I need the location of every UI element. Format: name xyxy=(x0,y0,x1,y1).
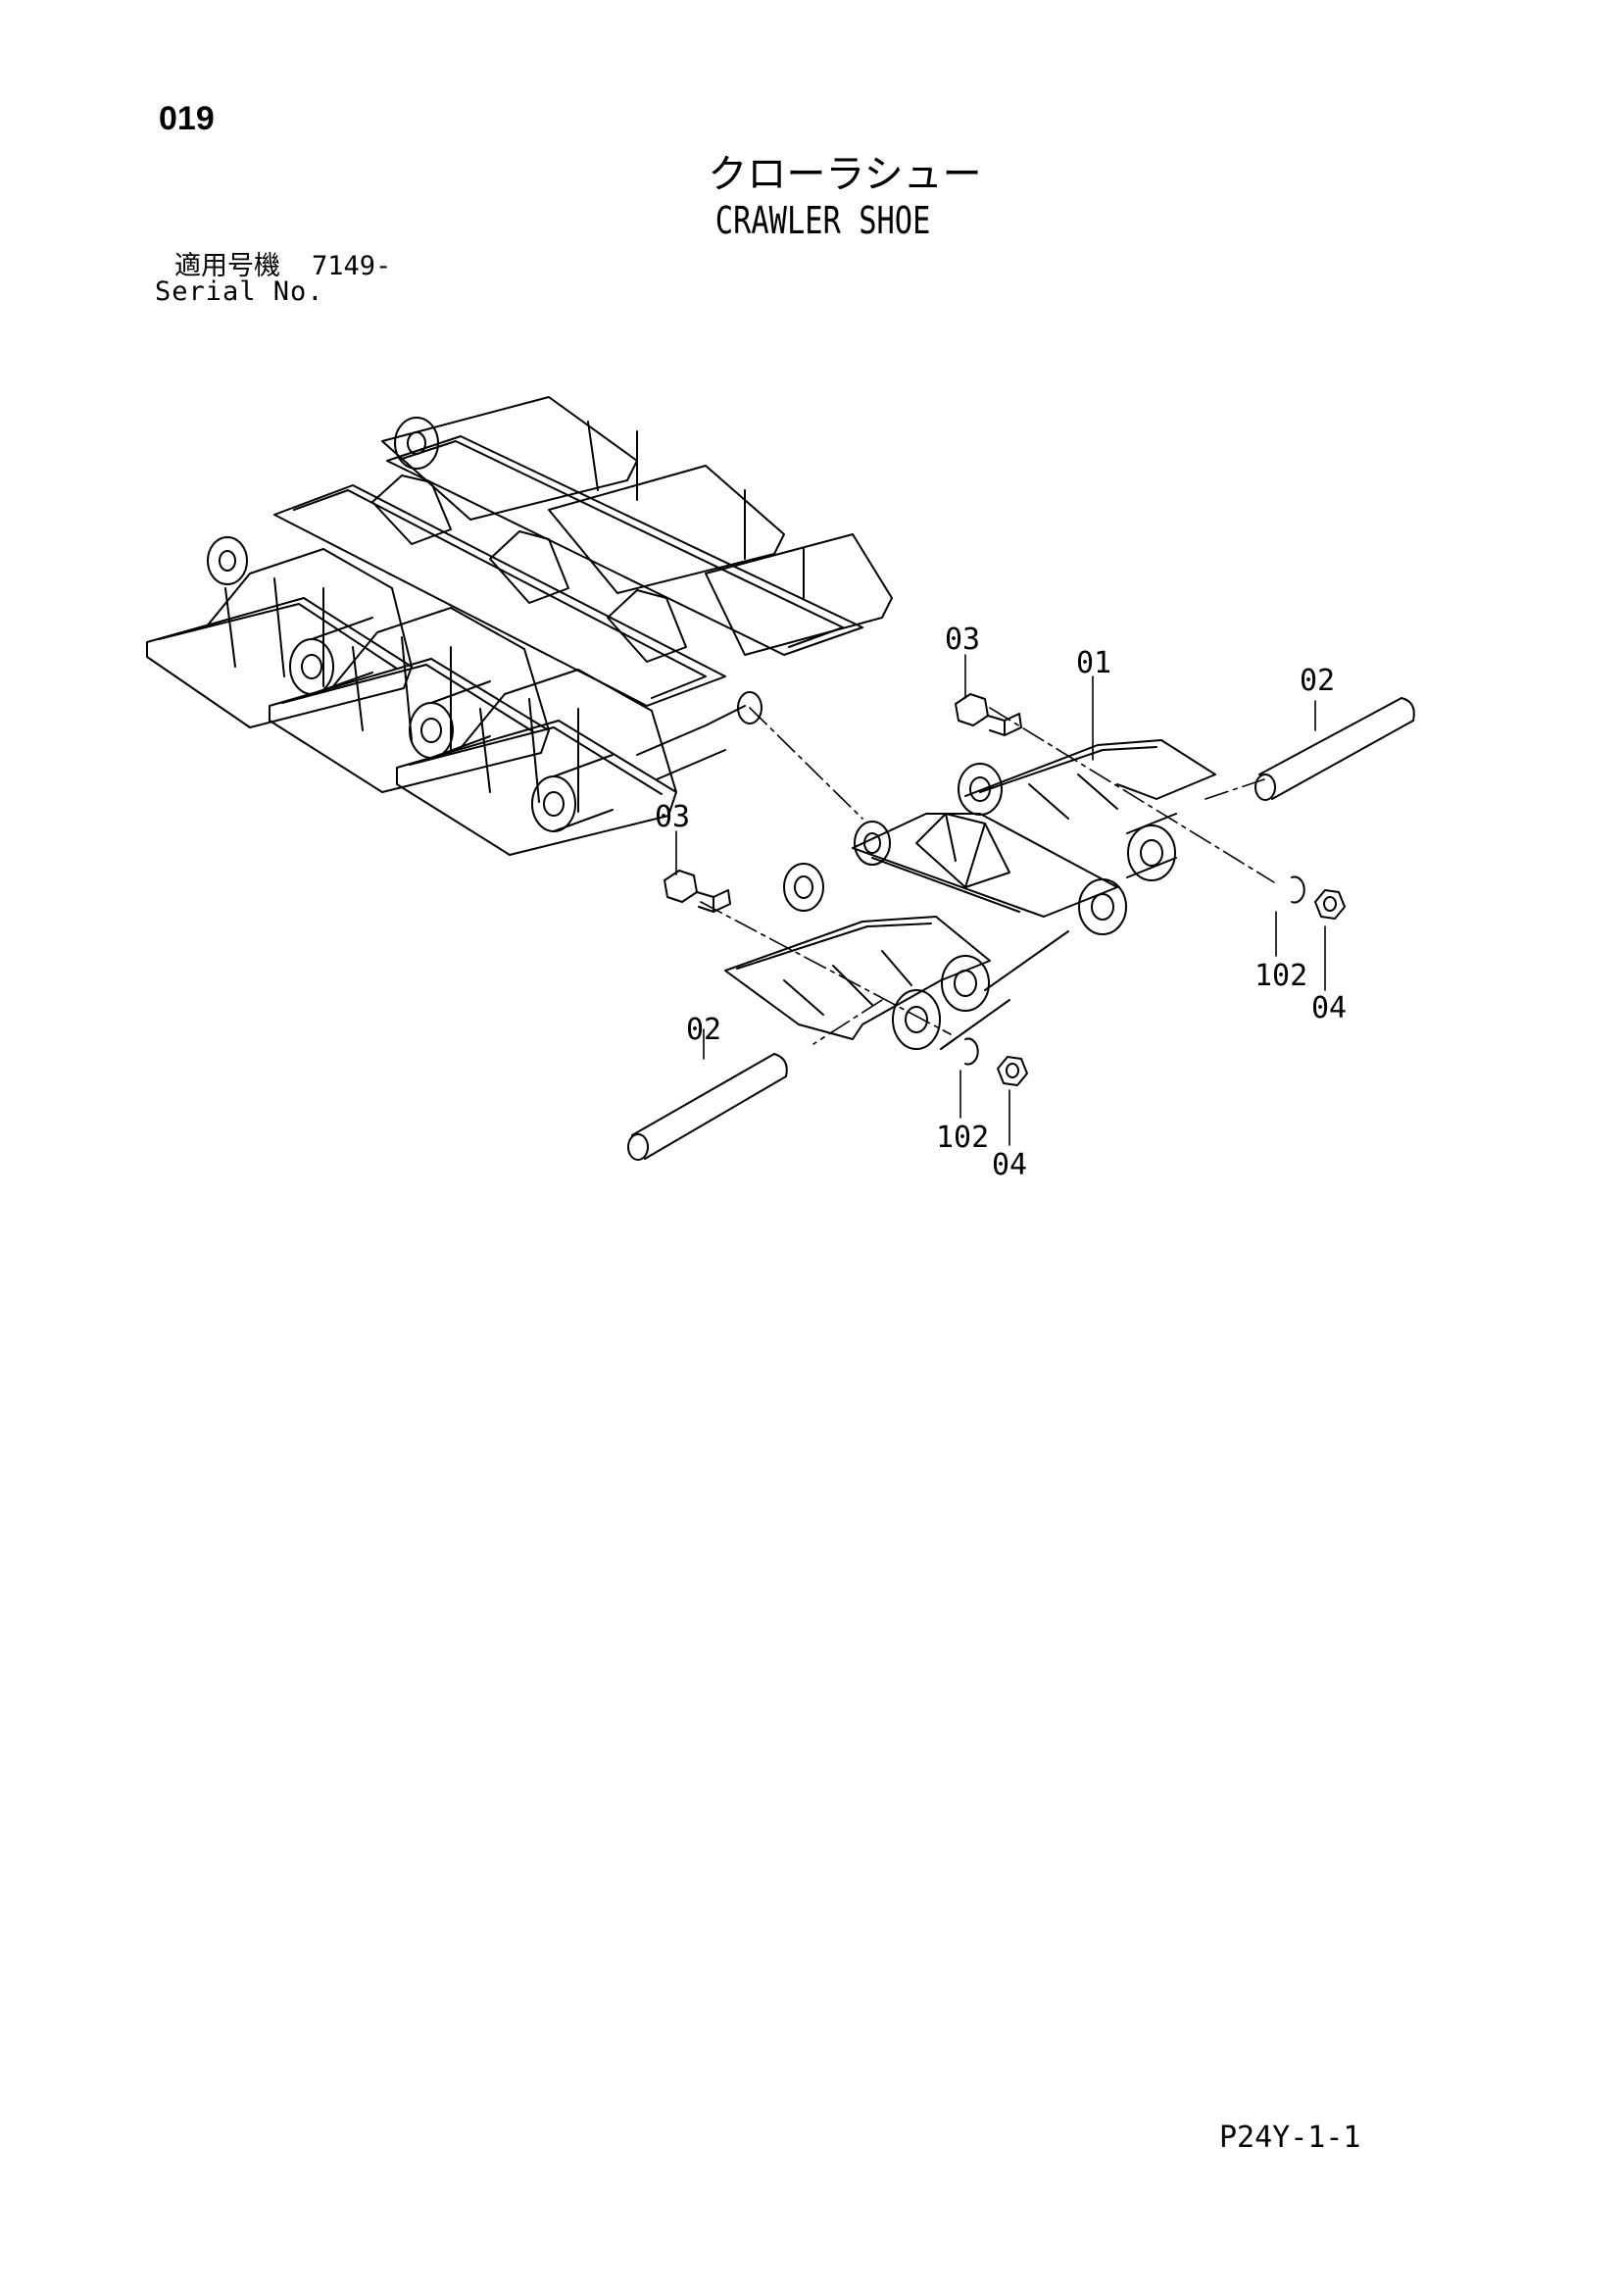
callout-03-lower: 03 xyxy=(655,800,690,834)
callout-02-lower: 02 xyxy=(686,1013,721,1047)
crawler-shoe-part-01 xyxy=(724,739,1216,1050)
snap-ring-part-102-upper xyxy=(1291,875,1305,904)
callout-102-lower: 102 xyxy=(936,1121,989,1155)
alignment-centerlines xyxy=(700,707,1275,1045)
callout-04-upper: 04 xyxy=(1311,991,1347,1025)
bolt-part-03-upper xyxy=(955,693,1022,736)
nut-part-04-upper xyxy=(1314,889,1346,920)
serial-number-value: 7149- xyxy=(312,251,392,281)
serial-label-english: Serial No. xyxy=(155,276,324,307)
callout-102-upper: 102 xyxy=(1254,959,1307,993)
serial-label-japanese: 適用号機 xyxy=(174,251,280,281)
snap-ring-part-102-lower xyxy=(964,1037,979,1066)
page-number: 019 xyxy=(159,100,215,137)
callout-labels: 03 01 02 03 102 04 02 102 04 xyxy=(655,623,1347,1182)
pin-part-02-upper xyxy=(1254,697,1415,801)
bolt-part-03-lower xyxy=(664,870,731,913)
title-english: CRAWLER SHOE xyxy=(714,199,931,242)
callout-01: 01 xyxy=(1076,646,1111,680)
nut-part-04-lower xyxy=(997,1056,1028,1086)
page-code: P24Y-1-1 xyxy=(1219,2121,1361,2155)
callout-04-lower: 04 xyxy=(992,1148,1027,1182)
title-japanese: クローラシュー xyxy=(708,152,982,197)
assembled-track-chain xyxy=(146,396,893,856)
pin-part-02-lower xyxy=(627,1053,788,1161)
callout-02-upper: 02 xyxy=(1300,664,1335,698)
leader-lines xyxy=(675,654,1326,1146)
callout-03-upper: 03 xyxy=(945,623,980,657)
